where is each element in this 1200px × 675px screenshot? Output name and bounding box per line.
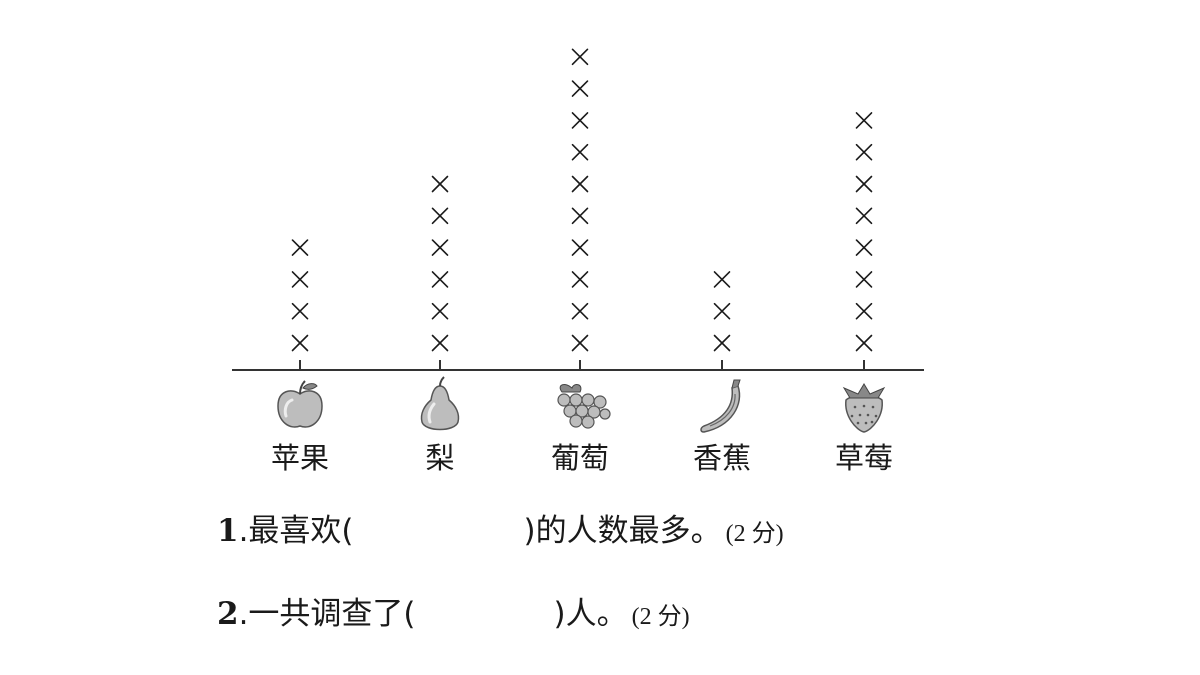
question-2-text-before: .一共调查了( (238, 596, 416, 632)
cross-mark (855, 302, 873, 320)
cross-mark (431, 302, 449, 320)
cross-mark (431, 239, 449, 256)
category-label-pear: 梨 (425, 441, 454, 475)
cross-mark (571, 48, 589, 66)
category-label-apple: 苹果 (271, 441, 329, 475)
question-2-text-after: )人。 (553, 596, 628, 632)
cross-mark (431, 334, 449, 352)
x-axis-ticks (299, 360, 865, 370)
question-1: 1 .最喜欢( )的人数最多。 (2 分) (217, 505, 784, 550)
cross-mark (571, 302, 589, 320)
grape-icon (557, 384, 611, 429)
cross-mark (431, 175, 449, 193)
question-2-number: 2 (217, 596, 239, 632)
cross-mark (855, 239, 873, 256)
cross-mark (571, 143, 589, 161)
cross-mark (855, 112, 873, 129)
cross-mark (713, 271, 731, 288)
question-1-text-after: )的人数最多。 (523, 513, 722, 549)
question-1-score: (2 分) (725, 521, 784, 547)
dot-plot-chart: 苹果 梨 葡萄 香蕉 草莓 (232, 48, 924, 475)
marks-layer (291, 48, 873, 352)
category-label-banana: 香蕉 (693, 441, 751, 475)
cross-mark (855, 175, 873, 193)
pear-icon (420, 376, 460, 431)
cross-mark (571, 239, 589, 256)
cross-mark (855, 271, 873, 288)
cross-mark (713, 334, 731, 352)
cross-mark (855, 207, 873, 225)
cross-mark (571, 175, 589, 193)
cross-mark (291, 334, 309, 352)
cross-mark (571, 112, 589, 129)
cross-mark (571, 334, 589, 352)
cross-mark (431, 271, 449, 288)
category-label-grape: 葡萄 (551, 441, 609, 475)
cross-mark (713, 302, 731, 320)
cross-mark (571, 271, 589, 288)
cross-mark (291, 239, 309, 256)
cross-mark (571, 207, 589, 225)
category-label-strawberry: 草莓 (835, 441, 893, 475)
question-2-score: (2 分) (631, 604, 690, 630)
cross-mark (571, 80, 589, 97)
cross-mark (855, 143, 873, 161)
question-1-text-before: .最喜欢( (238, 513, 354, 549)
cross-mark (291, 271, 309, 288)
cross-mark (291, 302, 309, 320)
banana-icon (700, 379, 741, 433)
category-labels: 苹果 梨 葡萄 香蕉 草莓 (271, 441, 893, 475)
apple-icon (277, 380, 323, 428)
cross-mark (431, 207, 449, 225)
strawberry-icon (842, 383, 886, 433)
cross-mark (855, 334, 873, 352)
question-1-number: 1 (217, 513, 239, 549)
question-2: 2 .一共调查了( )人。 (2 分) (217, 588, 690, 633)
